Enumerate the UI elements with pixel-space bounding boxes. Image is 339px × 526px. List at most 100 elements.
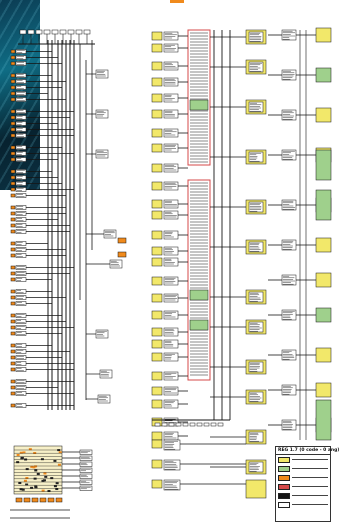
pin-label bbox=[15, 205, 27, 210]
connector-pin bbox=[10, 187, 16, 192]
legend-title: REG 1.7 (0 code - 0 ang) bbox=[276, 448, 339, 455]
pin-label bbox=[15, 145, 27, 150]
cluster-component bbox=[20, 457, 24, 460]
pin-label bbox=[15, 271, 27, 276]
connector-pin bbox=[10, 331, 16, 336]
connector-pin bbox=[10, 217, 16, 222]
pin-label bbox=[15, 241, 27, 246]
legend-text-line bbox=[292, 477, 328, 478]
connector-pin bbox=[10, 175, 16, 180]
pin-label bbox=[15, 253, 27, 258]
pin-label bbox=[15, 361, 27, 366]
module-label bbox=[163, 479, 181, 491]
yellow-module bbox=[151, 386, 163, 396]
connector-pin bbox=[10, 301, 16, 306]
cluster-component bbox=[34, 486, 38, 489]
yellow-module bbox=[151, 128, 163, 138]
pin-label bbox=[15, 187, 27, 192]
cluster-out-label bbox=[79, 467, 93, 473]
legend-swatch bbox=[278, 501, 290, 508]
cluster-component bbox=[55, 488, 59, 491]
terminal bbox=[196, 422, 203, 427]
cluster-out-label bbox=[79, 461, 93, 467]
pin-label bbox=[15, 133, 27, 138]
pin-label bbox=[15, 157, 27, 162]
cluster-component bbox=[25, 477, 29, 480]
cluster-component bbox=[47, 490, 51, 493]
pin-label bbox=[15, 97, 27, 102]
connector-pin bbox=[10, 325, 16, 330]
connector-pin bbox=[10, 127, 16, 132]
connector-pin bbox=[10, 247, 16, 252]
green-module bbox=[189, 99, 209, 111]
connector-pin bbox=[10, 205, 16, 210]
header-connector bbox=[75, 29, 83, 35]
right-module bbox=[315, 272, 332, 288]
cluster-component bbox=[40, 458, 44, 461]
connector-pin bbox=[39, 497, 47, 503]
pin-label bbox=[15, 73, 27, 78]
legend-row bbox=[276, 500, 330, 509]
terminal bbox=[210, 422, 217, 427]
connector-pin bbox=[10, 277, 16, 282]
connector-pin bbox=[10, 97, 16, 102]
legend-rows bbox=[276, 455, 330, 509]
pin-label bbox=[15, 55, 27, 60]
connector-pin bbox=[55, 497, 63, 503]
yellow-module bbox=[245, 479, 267, 499]
legend-text-line bbox=[292, 495, 328, 496]
cluster-component bbox=[42, 479, 46, 482]
pin-label bbox=[15, 379, 27, 384]
connector-pin bbox=[117, 251, 127, 258]
legend-swatch bbox=[278, 483, 290, 490]
connector-pin bbox=[10, 151, 16, 156]
cluster-out-label bbox=[79, 449, 93, 455]
legend-text-line bbox=[292, 504, 328, 505]
cluster-out-label bbox=[79, 485, 93, 491]
pin-label bbox=[15, 313, 27, 318]
right-label bbox=[281, 199, 297, 211]
pin-label bbox=[15, 343, 27, 348]
terminal bbox=[154, 422, 161, 427]
right-label bbox=[281, 309, 297, 321]
cluster-component bbox=[16, 461, 20, 464]
pin-label bbox=[15, 217, 27, 222]
right-label bbox=[281, 349, 297, 361]
pin-label bbox=[15, 325, 27, 330]
connector-pin bbox=[10, 61, 16, 66]
cluster-component bbox=[25, 483, 29, 486]
pin-label bbox=[15, 385, 27, 390]
right-label bbox=[281, 29, 297, 41]
legend-row bbox=[276, 455, 330, 464]
legend-text-line bbox=[292, 468, 328, 469]
right-module bbox=[315, 307, 332, 323]
terminal bbox=[175, 422, 182, 427]
yellow-module bbox=[151, 459, 163, 469]
pin-label bbox=[15, 277, 27, 282]
yellow-module bbox=[151, 439, 163, 449]
connector-pin bbox=[10, 391, 16, 396]
connector-pin bbox=[31, 497, 39, 503]
yellow-module bbox=[151, 479, 163, 489]
cluster-component bbox=[41, 479, 45, 482]
right-module bbox=[315, 107, 332, 123]
cluster-component bbox=[21, 488, 25, 491]
cluster-component bbox=[19, 451, 23, 454]
pin-label bbox=[15, 85, 27, 90]
yellow-module bbox=[151, 276, 163, 286]
cluster-component bbox=[32, 466, 36, 469]
connector-pin bbox=[10, 367, 16, 372]
pin-label bbox=[15, 295, 27, 300]
legend-row bbox=[276, 473, 330, 482]
connector-pin bbox=[10, 121, 16, 126]
header-connector bbox=[19, 29, 27, 35]
right-module bbox=[315, 347, 332, 363]
cluster-component bbox=[43, 472, 47, 475]
pin-label bbox=[15, 109, 27, 114]
cluster-component bbox=[44, 475, 48, 478]
pin-label bbox=[15, 229, 27, 234]
yellow-module bbox=[151, 163, 163, 173]
cluster-component bbox=[41, 489, 45, 492]
terminal bbox=[217, 422, 224, 427]
cluster-component bbox=[34, 465, 38, 468]
